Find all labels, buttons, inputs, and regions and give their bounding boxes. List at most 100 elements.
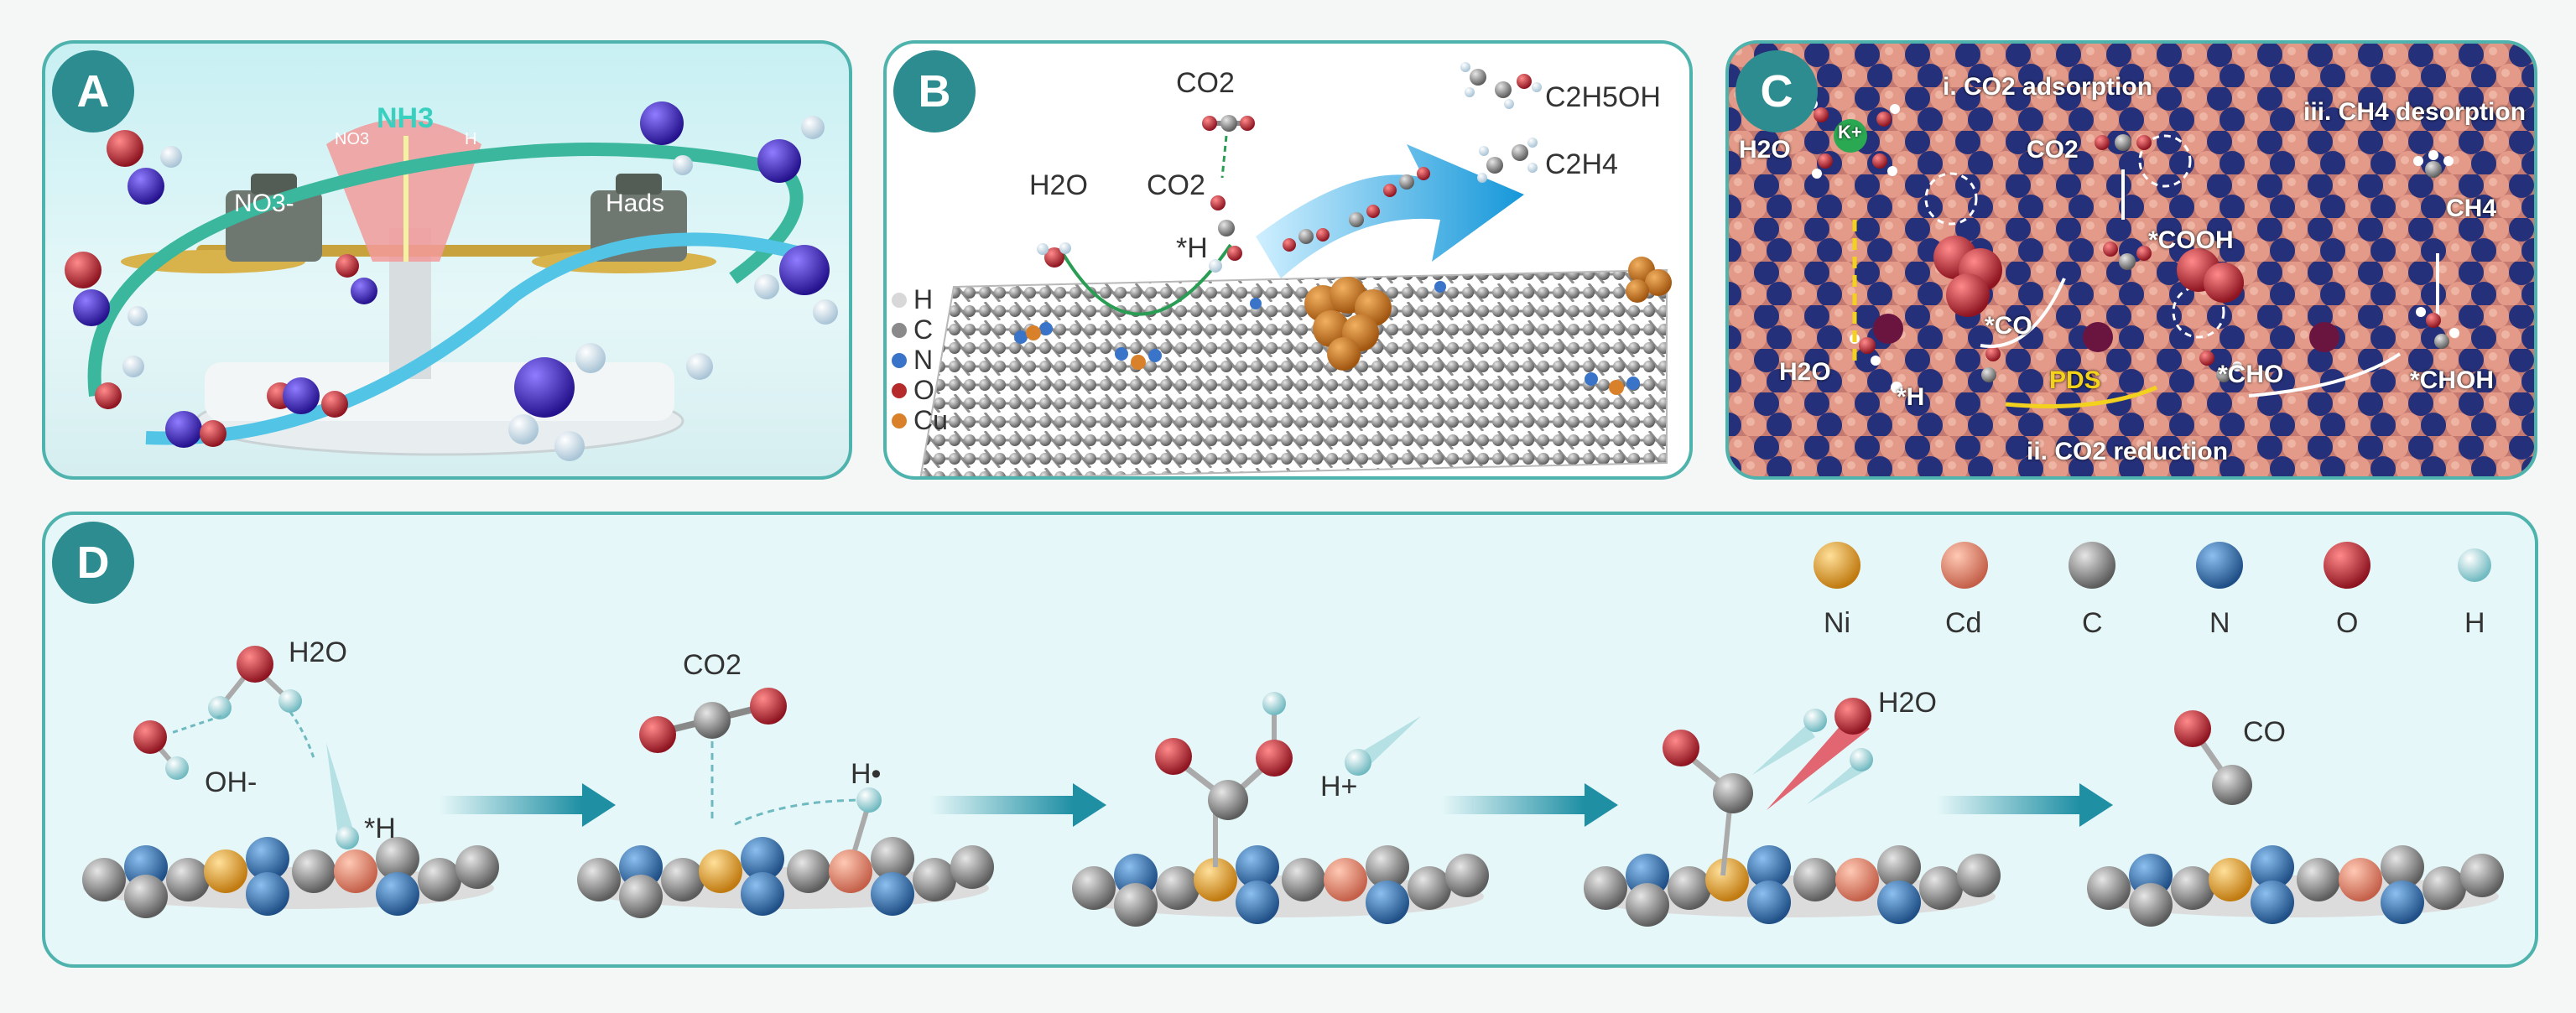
oxygen-clusters [1873,236,2339,352]
panel-b-scene [892,62,1672,476]
cu-cluster-small [1626,257,1672,303]
h2o-molecule [1037,242,1071,268]
legend-ni-swatch [1814,542,1860,589]
intermediate-chain [1283,167,1430,252]
step-3-hplus-label: H+ [1320,771,1358,803]
step-arrow-1 [440,783,616,827]
step-5-molecules [2174,710,2252,805]
step-2-molecules [639,688,882,851]
weight-left-label: NO3- [234,190,294,217]
h2o-bottom-label: H2O [1779,358,1831,386]
slab-5 [2087,845,2504,927]
legend-n-swatch [892,353,907,368]
co-label: *CO [1985,312,2032,340]
co2-molecule-mid [1209,195,1242,273]
step-4-molecules [1663,698,1873,876]
legend-h-label: H [2464,607,2485,639]
legend-n-label: N [913,345,934,375]
legend-ni-label: Ni [1824,607,1851,639]
co2-label: CO2 [2027,136,2079,164]
slab-4 [1584,845,2001,927]
step-1-h2o-label: H2O [289,636,347,668]
panel-a-badge: A [52,50,134,132]
cho-adsorbate [2199,351,2242,382]
gauge-left-label: NO3 [335,130,369,148]
graphene-sheet [920,270,1667,476]
legend-cu-swatch [892,413,907,429]
legend-c-swatch [2069,542,2115,589]
h2o-lower [1850,334,1881,366]
legend-cu-label: Cu [913,405,948,435]
choh-label: *CHOH [2410,366,2495,394]
step-5-co-label: CO [2243,716,2286,748]
cooh-label: *COOH [2148,226,2234,254]
legend-h-label: H [913,284,934,314]
co2-dashed-arrow [1220,135,1228,179]
ribbon-green [87,143,804,397]
choh-arrow [2248,352,2402,397]
molecules-a [65,101,838,461]
h-atom [1891,382,1902,393]
legend-o-label: O [2336,607,2359,639]
h2o-top-label: H2O [1739,136,1791,164]
h2o-label: H2O [1029,169,1088,201]
panel-c-scene [1729,44,2534,476]
co-adsorbate [1981,346,2001,382]
step-arrow-2 [930,783,1106,827]
step-3-molecules [1155,692,1421,867]
cu-cluster-large [1304,277,1392,371]
co-arrow [1980,278,2066,348]
dopants [1014,281,1640,395]
legend-n-label: N [2209,607,2230,639]
ribbon-blue [145,232,802,445]
cooh-adsorbate [2103,242,2152,270]
panel-d-scene [82,542,2504,927]
legend-c-label: C [913,314,934,345]
legend-cd-swatch [1941,542,1988,589]
panel-d-badge: D [52,522,134,604]
slab-3 [1072,845,1489,927]
desorption-label: iii. CH4 desorption [2303,98,2527,126]
co2-molecule-top [1202,115,1255,132]
panel-b-legend [892,293,907,429]
step-1-molecules [133,646,359,849]
panel-b: B CO2 CO2 H2O *H C2H5OH C2H4 H C N O Cu [883,40,1693,480]
step-arrow-3 [1442,783,1618,827]
panel-d: D Ni Cd C N O H H2O OH- *H CO2 H• H+ H2O… [42,512,2538,968]
reduction-label: ii. CO2 reduction [2027,438,2229,465]
h-ads-label: *H [1176,232,1208,264]
step-4-h2o-label: H2O [1878,687,1937,719]
gauge-right-label: H [465,130,476,148]
legend-c-swatch [892,323,907,338]
panel-c: C i. CO2 adsorption iii. CH4 desorption … [1725,40,2537,480]
h-label: *H [1897,383,1925,411]
legend-h-swatch [892,293,907,308]
legend-o-label: O [913,375,934,405]
legend-h-swatch [2458,548,2491,582]
k-ion-cluster [1808,99,1900,179]
panel-a-scene: NO3- Hads NH3 NO3 H [65,101,838,461]
adsorption-label: i. CO2 adsorption [1943,73,2153,101]
slab-1 [82,837,499,918]
k-ion-label: K+ [1838,122,1862,143]
legend-o-swatch [2324,542,2370,589]
gauge-center-label: NH3 [377,102,434,134]
panel-d-legend [1814,542,2491,589]
pds-arrow [2005,385,2157,408]
panel-c-badge: C [1736,50,1818,132]
pds-label: PDS [2049,366,2101,394]
legend-cd-label: Cd [1945,607,1982,639]
ethylene-molecule [1477,138,1538,183]
co2-top-label: CO2 [1176,67,1235,99]
step-2-co2-label: CO2 [683,649,742,681]
ethanol-molecule [1460,62,1542,109]
legend-o-swatch [892,383,907,398]
ethanol-label: C2H5OH [1545,81,1661,113]
step-2-h-label: H• [851,758,882,790]
panel-b-badge: B [893,50,976,132]
cho-label: *CHO [2218,361,2284,388]
product-arrow [1256,144,1524,278]
ch4-label: CH4 [2446,195,2497,222]
co2-adsorbate [2095,134,2152,151]
step-1-oh-label: OH- [205,766,258,798]
